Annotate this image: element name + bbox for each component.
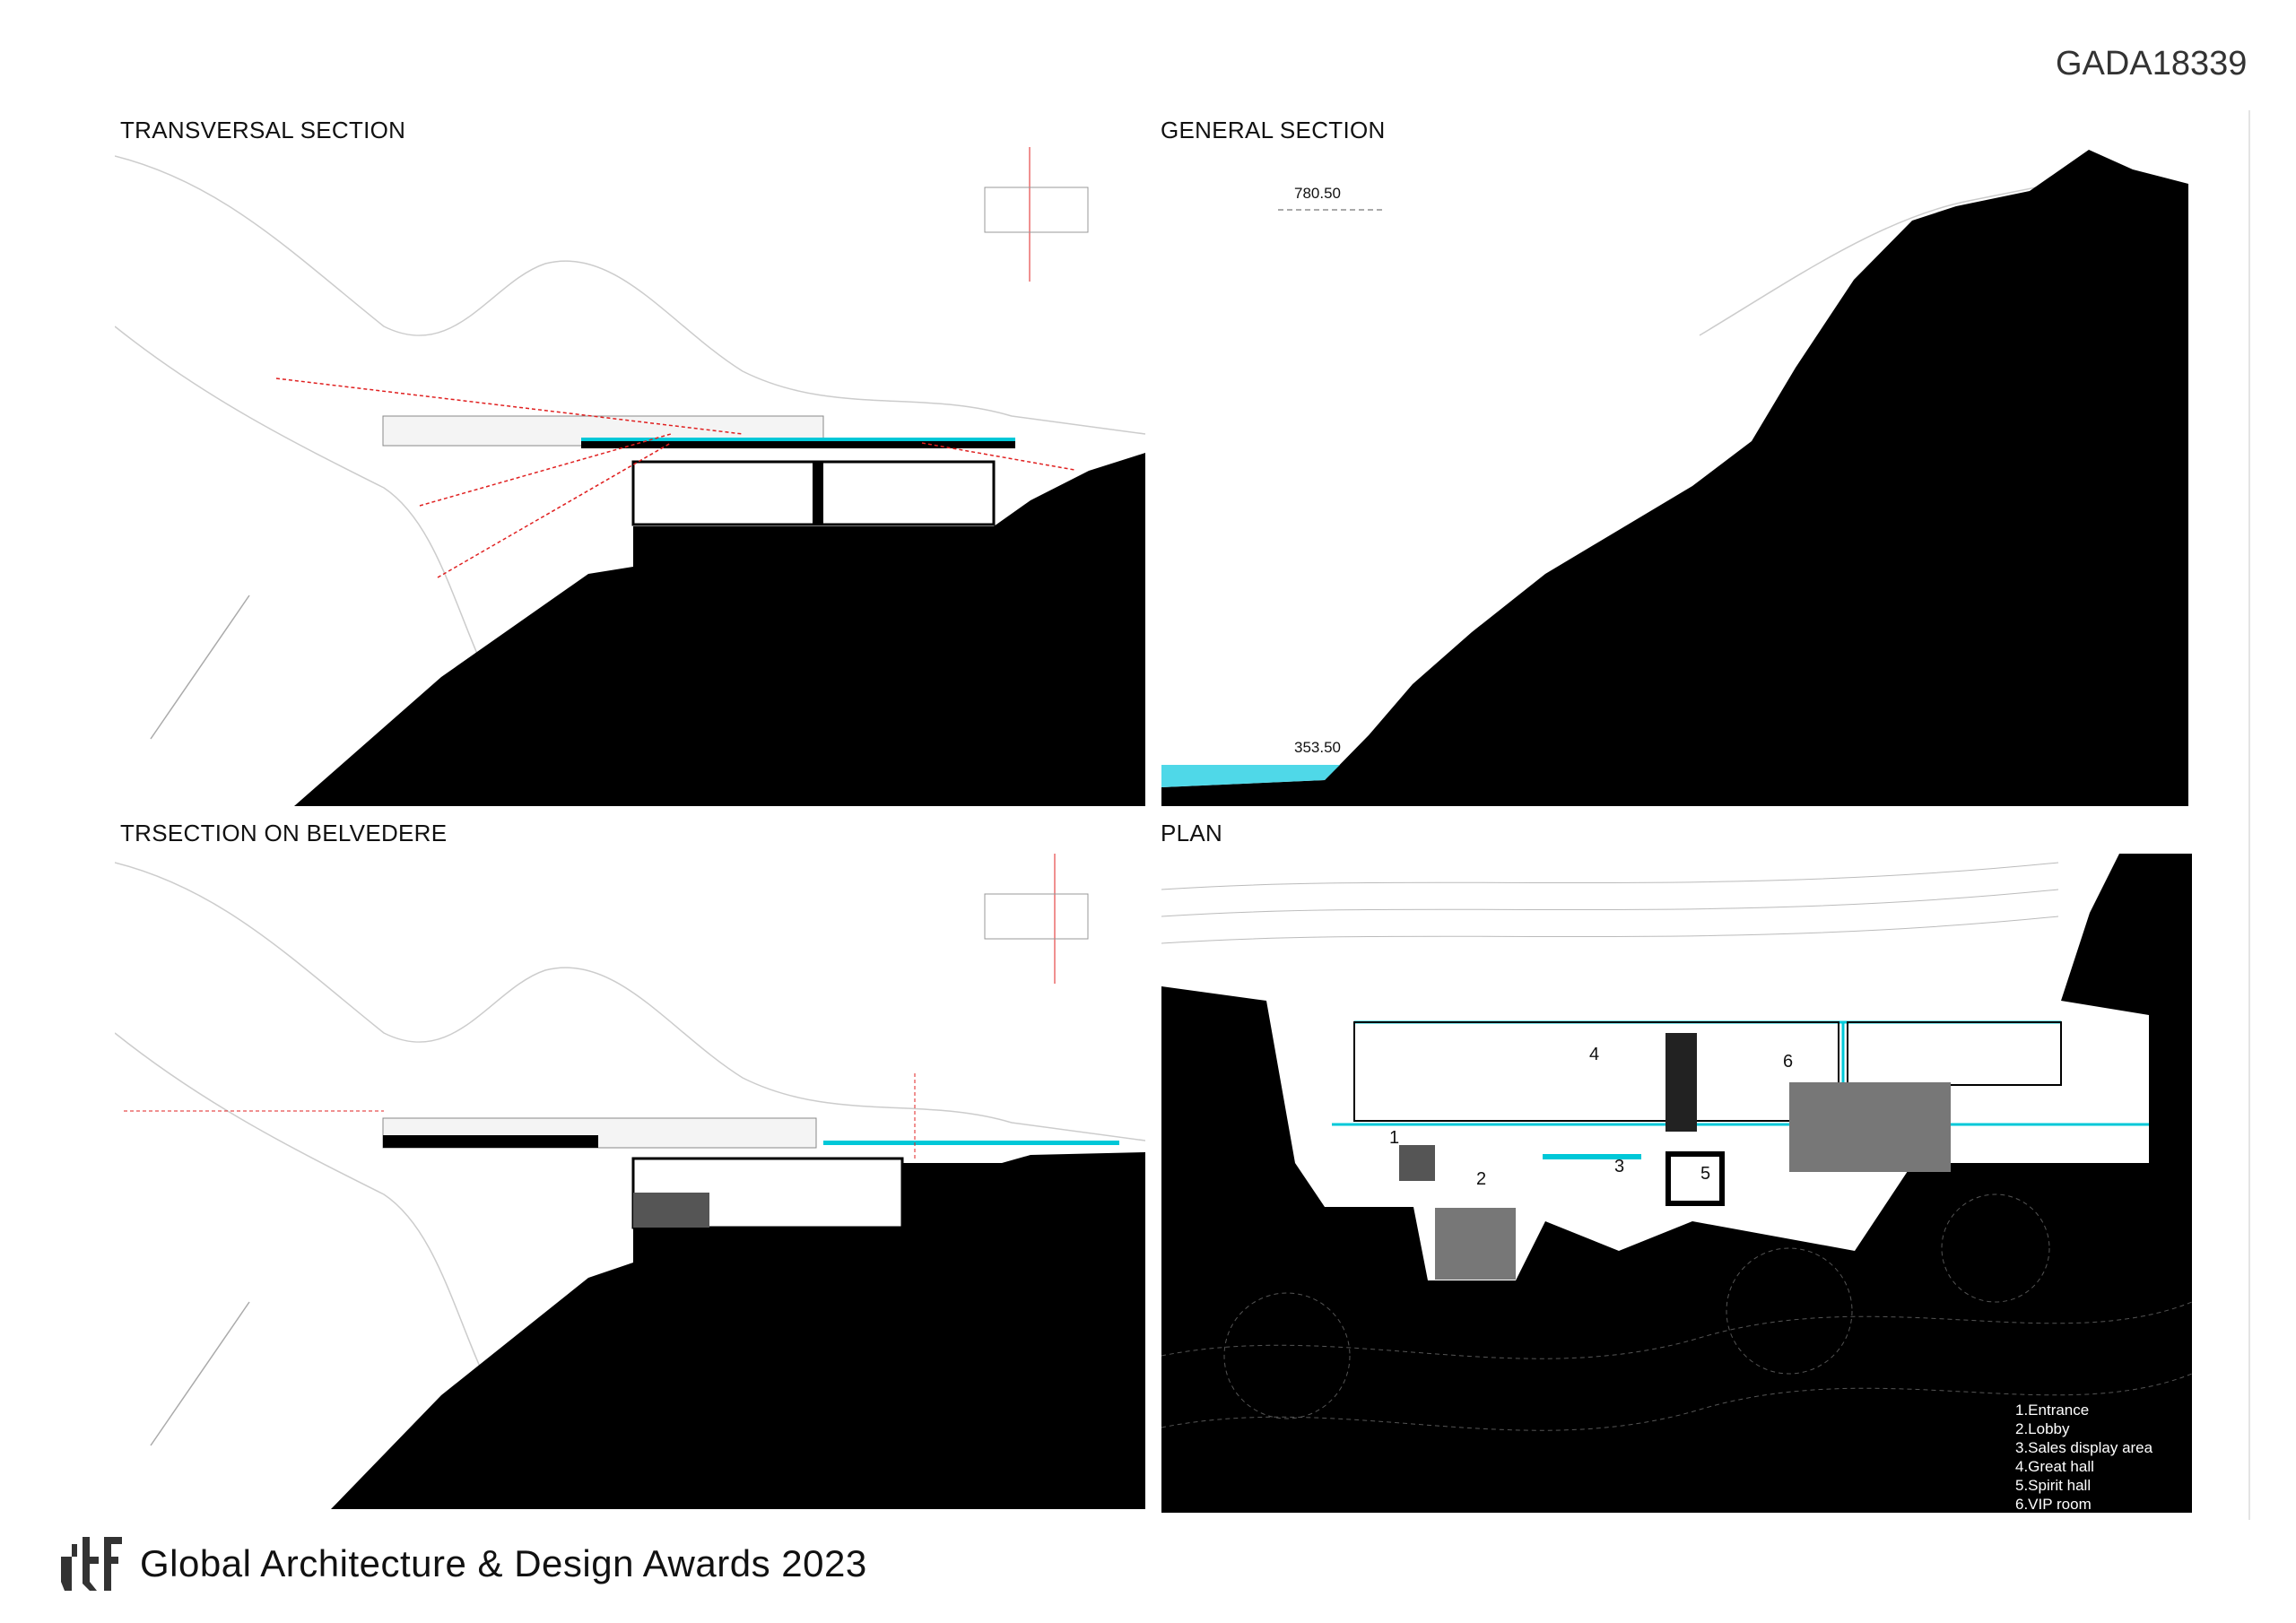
transversal-section-drawing: [115, 147, 1145, 806]
general-section-title: GENERAL SECTION: [1161, 117, 1386, 143]
legend-item: 4.Great hall: [2015, 1458, 2094, 1475]
plan-svg: [1161, 854, 2192, 1431]
legend-item: 2.Lobby: [2015, 1420, 2070, 1437]
plan-title: PLAN: [1161, 820, 1223, 846]
footer: Global Architecture & Design Awards 2023: [59, 1535, 867, 1593]
plan-number-6: 6: [1783, 1052, 1794, 1072]
project-code: GADA18339: [2056, 45, 2248, 82]
belvedere-section-svg: [115, 854, 1145, 1509]
legend-item: 3.Sales display area: [2015, 1439, 2153, 1456]
general-section-drawing: 780.50 353.50: [1161, 147, 2192, 806]
plan-number-2: 2: [1476, 1169, 1487, 1189]
legend-item: 6.VIP room: [2015, 1496, 2092, 1513]
elevation-label-top: 780.50: [1294, 185, 1341, 202]
belvedere-section-drawing: [115, 854, 1145, 1513]
plan-number-1: 1: [1389, 1128, 1400, 1148]
plan-number-5: 5: [1700, 1164, 1711, 1184]
general-section-svg: [1161, 150, 2188, 806]
transversal-section-svg: [115, 147, 1145, 806]
footer-awards-text: Global Architecture & Design Awards 2023: [140, 1542, 867, 1584]
plan-legend: 1.Entrance 2.Lobby 3.Sales display area …: [2015, 1401, 2152, 1513]
belvedere-section-title: TRSECTION ON BELVEDERE: [120, 820, 448, 846]
plan-number-3: 3: [1614, 1157, 1625, 1176]
transversal-section-title: TRANSVERSAL SECTION: [120, 117, 406, 143]
plan-drawing: 1 2 3 4 5 6 1.Entrance 2.Lobby 3.Sales d…: [1161, 854, 2192, 1513]
plan-number-4: 4: [1589, 1045, 1600, 1064]
legend-item: 1.Entrance: [2015, 1402, 2090, 1419]
divider-line: [2248, 110, 2250, 1520]
elevation-label-bottom: 353.50: [1294, 739, 1341, 756]
legend-item: 5.Spirit hall: [2015, 1477, 2092, 1494]
rtf-logo-icon: [61, 1537, 122, 1591]
